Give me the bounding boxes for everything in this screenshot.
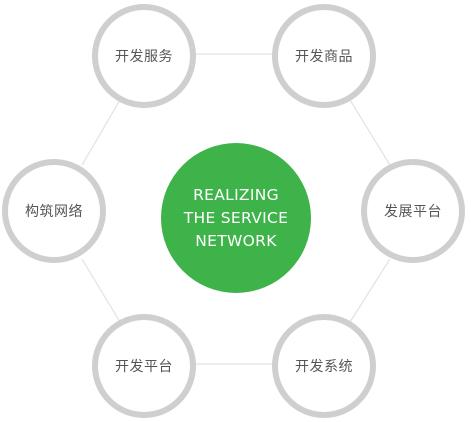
center-circle: REALIZING THE SERVICE NETWORK [161, 143, 311, 293]
connector-bottom-left [81, 258, 121, 323]
node-top-right: 开发商品 [272, 4, 376, 108]
node-label: 开发平台 [115, 359, 173, 375]
node-left: 构筑网络 [2, 159, 106, 263]
node-bottom-right: 开发系统 [272, 314, 376, 418]
node-bottom-left: 开发平台 [92, 314, 196, 418]
node-label: 开发系统 [295, 359, 353, 375]
node-right: 发展平台 [361, 159, 465, 263]
node-top-left: 开发服务 [92, 4, 196, 108]
connector-top-left [81, 99, 121, 166]
connector-bottom-right [349, 258, 391, 323]
node-label: 开发服务 [115, 49, 173, 65]
node-label: 发展平台 [384, 204, 442, 220]
center-label: REALIZING THE SERVICE NETWORK [183, 185, 289, 250]
connector-top-right [349, 99, 391, 166]
node-label: 构筑网络 [25, 204, 83, 220]
node-label: 开发商品 [295, 49, 353, 65]
